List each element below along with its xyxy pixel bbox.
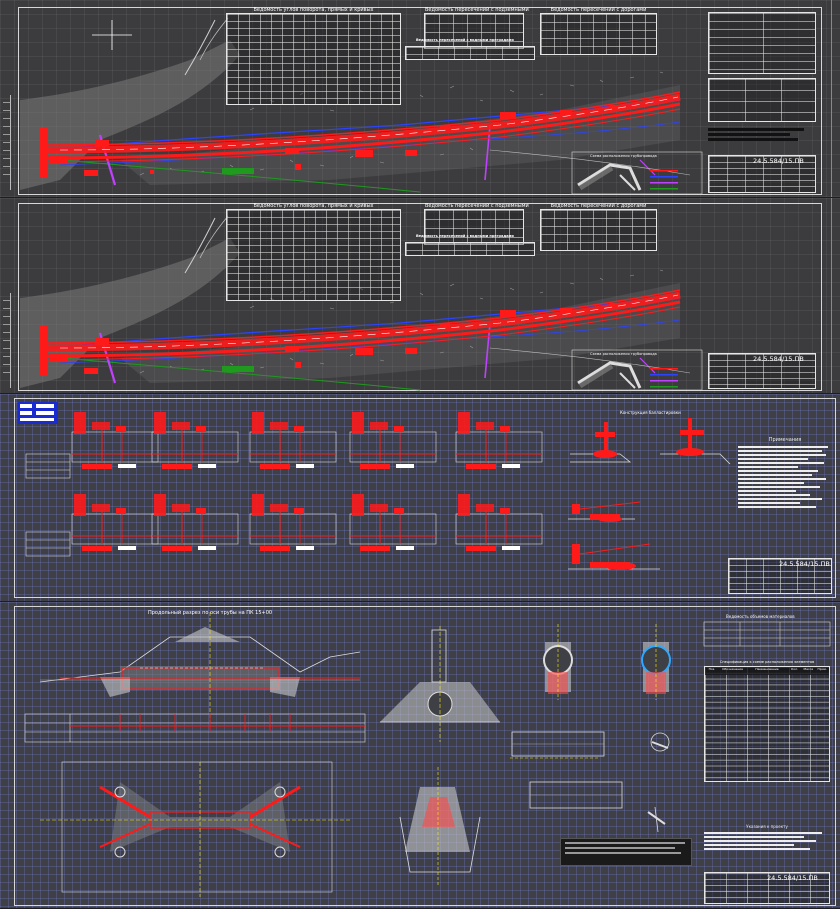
cross-sections-view [18, 402, 731, 570]
headwall-section [399, 767, 481, 887]
sheet-frame [14, 606, 836, 906]
spec-header-cell: Кол. [791, 667, 798, 671]
sheet-code: 24.5.584/15.ПВ [753, 355, 804, 363]
table-road-title: Ведомость пересечений с дорогами [550, 203, 647, 209]
spec-header-cell: Обозначение [722, 667, 743, 671]
joint-details [647, 732, 670, 833]
sheet1-notes [708, 126, 816, 143]
left-ruler [3, 293, 11, 388]
sheet-frame [18, 7, 822, 195]
sheet-frame [14, 398, 836, 598]
sheet3-notes: Примечания [738, 437, 832, 510]
inset-caption: Схема расположения трубопровода [590, 352, 657, 356]
spec-header-cell: Наименование [755, 667, 779, 671]
table-water-crossings-2 [405, 242, 535, 256]
table-turn-angles-title: Ведомость углов поворота, прямых и кривы… [253, 203, 374, 209]
right-ruler [831, 0, 837, 197]
cross-section [349, 494, 437, 551]
table-turn-angles-1: Ведомость углов поворота, прямых и кривы… [226, 7, 401, 105]
table-underground-crossings-2: Ведомость пересечений с подземными [424, 203, 529, 245]
table-underground-crossings-1: Ведомость пересечений с подземными [424, 7, 529, 49]
drawing-sheet-plan-1[interactable]: Ведомость углов поворота, прямых и кривы… [0, 0, 840, 198]
spec-title: Спецификация к схеме расположения элемен… [719, 660, 815, 664]
sheet-code: 24.5.584/15.ПВ [767, 874, 818, 882]
pipe-sections [543, 624, 671, 700]
spec-table: Спецификация к схеме расположения элемен… [704, 660, 830, 782]
title-block-upper-1 [708, 12, 816, 74]
title-block-1: 24.5.584/15.ПВ [708, 155, 816, 193]
table-water-caption: Ведомость пересечений с водными преграда… [416, 234, 514, 238]
table-road-crossings-1: Ведомость пересечений с дорогами [540, 7, 657, 55]
spec-header-cell: Прим. [817, 667, 827, 671]
north-arrow [92, 20, 132, 50]
notes-title: Указания к проекту [746, 824, 788, 829]
spec-header: Поз. Обозначение Наименование Кол. Масса… [705, 667, 829, 675]
inset-sketch [571, 151, 703, 195]
drawing-sheet-plan-2[interactable]: Ведомость углов поворота, прямых и кривы… [0, 198, 840, 394]
sheet-frame [18, 203, 822, 391]
table-underground-title: Ведомость пересечений с подземными [425, 203, 529, 209]
cross-section [151, 412, 239, 469]
culvert-drawings [24, 612, 831, 897]
sheet-code: 24.5.584/15.ПВ [779, 560, 830, 568]
cross-section [151, 494, 239, 551]
sheet4-notes: Указания к проекту [704, 824, 830, 852]
legend-block [18, 402, 58, 424]
revision-block-1 [708, 78, 816, 122]
cross-section [455, 412, 543, 469]
title-block-4: 24.5.584/15.ПВ [704, 872, 830, 904]
title-block-2: 24.5.584/15.ПВ [708, 353, 816, 389]
materials-table [703, 621, 831, 647]
cross-section [71, 494, 159, 551]
cross-section [249, 494, 337, 551]
table-water-crossings-1 [405, 46, 535, 60]
drawing-sheet-sections[interactable]: Конструкция балластировки Примечания 24.… [0, 394, 840, 602]
cross-section [455, 494, 543, 551]
table-road-title: Ведомость пересечений с дорогами [550, 7, 647, 13]
right-ruler [831, 198, 837, 393]
plan-view-1 [20, 17, 703, 195]
materials-title: Ведомость объемов материалов [726, 614, 795, 619]
title-block-3: 24.5.584/15.ПВ [728, 558, 832, 594]
table-turn-angles-title: Ведомость углов поворота, прямых и кривы… [253, 7, 374, 13]
spec-header-cell: Поз. [708, 667, 716, 671]
culvert-plan [40, 761, 350, 897]
cross-section [71, 412, 159, 469]
left-ruler [3, 95, 11, 190]
sheet-code: 24.5.584/15.ПВ [753, 157, 804, 165]
table-turn-angles-2: Ведомость углов поворота, прямых и кривы… [226, 203, 401, 301]
spec-header-cell: Масса [803, 667, 814, 671]
cross-section [349, 412, 437, 469]
detail-caption: Конструкция балластировки [620, 410, 681, 415]
notes-title: Примечания [768, 437, 802, 443]
culvert-front-view [380, 626, 500, 742]
slab-details [510, 731, 623, 809]
table-underground-title: Ведомость пересечений с подземными [425, 7, 529, 13]
longitudinal-section [24, 612, 366, 743]
plan-view-2 [20, 215, 703, 391]
general-notes-block [560, 838, 692, 866]
drawing-sheet-culvert[interactable]: Продольный разрез по оси трубы на ПК 15+… [0, 602, 840, 909]
table-water-caption: Ведомость пересечений с водными преграда… [416, 38, 514, 42]
table-road-crossings-2: Ведомость пересечений с дорогами [540, 203, 657, 251]
cross-section [249, 412, 337, 469]
inset-caption: Схема расположения трубопровода [590, 154, 657, 158]
